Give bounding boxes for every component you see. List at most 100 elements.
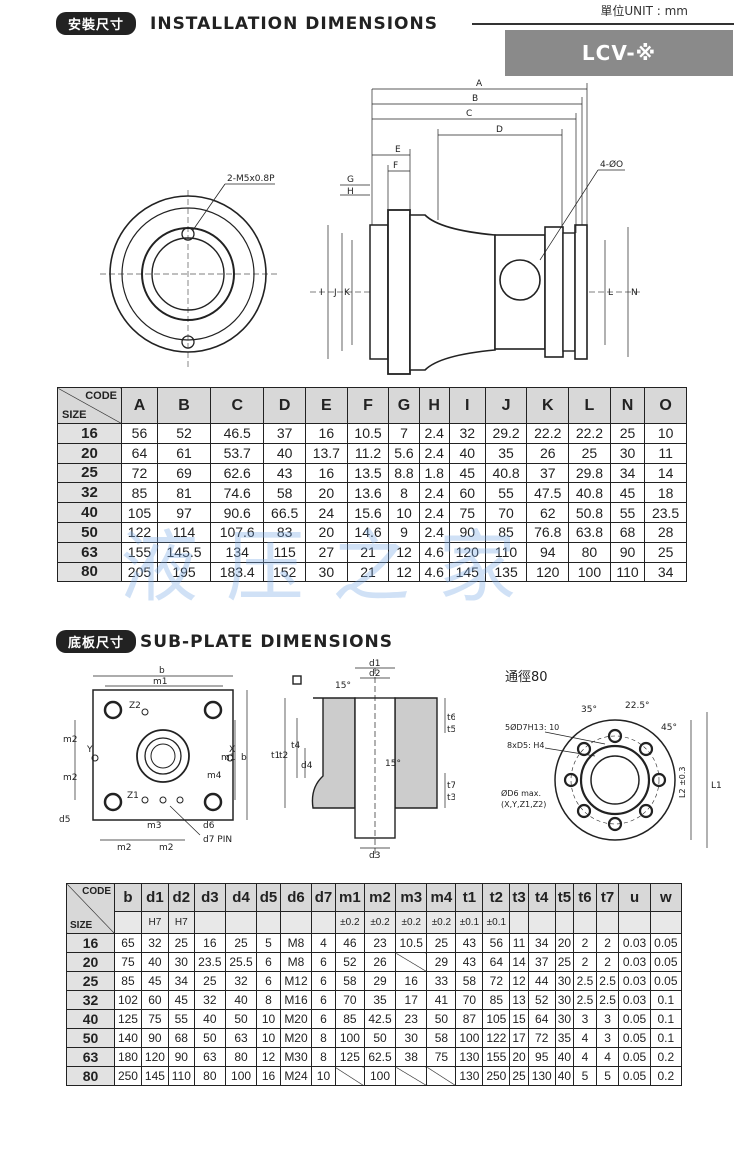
- table2-col-header: d1: [140, 883, 169, 912]
- table-cell: 183.4: [210, 561, 265, 583]
- label-t5: t5: [447, 725, 455, 735]
- label-d3: d3: [369, 851, 380, 861]
- table-cell: 41: [426, 990, 457, 1010]
- table-cell: 63: [193, 1047, 226, 1067]
- table-cell: 25: [609, 423, 646, 444]
- table-cell: 250: [482, 1066, 511, 1086]
- table-cell: 34: [527, 933, 556, 953]
- dim-label-c: C: [466, 109, 472, 119]
- table-cell: 0.05: [618, 1047, 651, 1067]
- table-cell: M8: [279, 952, 313, 972]
- label-l2: L2 ±0.3: [678, 766, 687, 798]
- table-cell: 40: [224, 990, 258, 1010]
- table-cell: 37: [527, 952, 556, 972]
- label-m1-top: m1: [153, 677, 168, 687]
- size-cell: 63: [66, 1047, 115, 1067]
- col-e: E: [305, 387, 348, 424]
- tolerance-cell: [224, 911, 258, 934]
- tolerance-cell: H7: [140, 911, 169, 934]
- table-cell: 2.4: [418, 482, 450, 504]
- table-cell: 9: [388, 521, 420, 543]
- table-cell: 2: [595, 952, 620, 972]
- size-cell: 16: [57, 423, 122, 444]
- col-d: D: [263, 387, 306, 424]
- bore-80-title: 通徑80: [505, 670, 548, 685]
- table-cell: 0.03: [618, 971, 651, 991]
- table-cell: 83: [263, 521, 306, 543]
- table-cell: 25: [644, 541, 687, 563]
- table-cell: 3: [595, 1028, 620, 1048]
- table-cell: 80: [568, 541, 611, 563]
- table-cell: 63: [224, 1028, 258, 1048]
- table-cell: 45: [609, 482, 646, 504]
- table-cell: 40: [448, 442, 486, 464]
- table-cell: 50.8: [568, 502, 611, 523]
- table2-col-header: b: [114, 883, 142, 912]
- tolerance-cell: [311, 911, 336, 934]
- table-cell: 50: [193, 1028, 226, 1048]
- table-cell: 3: [573, 1009, 597, 1029]
- label-d7h13: 5ØD7H13: 10: [505, 722, 559, 732]
- table-cell: 64: [482, 952, 511, 972]
- table-cell: 0.05: [649, 952, 683, 972]
- table-cell: 0.03: [618, 990, 651, 1010]
- table-cell: 95: [527, 1047, 556, 1067]
- table-cell: 11: [644, 442, 687, 464]
- table-cell: 46.5: [210, 423, 265, 444]
- tolerance-cell: ±0.2: [363, 911, 397, 934]
- table-cell: 34: [644, 561, 687, 583]
- size-cell: 20: [57, 442, 122, 464]
- col-j: J: [484, 387, 528, 424]
- table-cell: 33: [426, 971, 457, 991]
- subplate-header: 底板尺寸 SUB-PLATE DIMENSIONS: [56, 630, 393, 653]
- label-d6max: ØD6 max.: [501, 788, 541, 798]
- dim-label-k: K: [344, 288, 351, 298]
- table-cell: 125: [114, 1009, 142, 1029]
- table-cell: 37: [263, 423, 306, 444]
- table-cell: 130: [455, 1047, 484, 1067]
- table-cell: 18: [644, 482, 687, 504]
- callout-holes: 2-M5x0.8P: [227, 174, 275, 184]
- col-o: O: [644, 387, 687, 424]
- unit-label: 單位UNIT : mm: [600, 4, 688, 18]
- table-cell: 145: [140, 1066, 169, 1086]
- table-cell: 85: [334, 1009, 365, 1029]
- table-cell: 35: [484, 442, 528, 464]
- label-t4: t4: [291, 741, 301, 751]
- label-m2-lower: m2: [63, 773, 78, 783]
- dim-label-e: E: [395, 145, 401, 155]
- installation-dimensions-table: CODE SIZE A B C D E F G H I J K L N O 16…: [57, 387, 687, 583]
- label-m1-side: m1: [221, 753, 236, 763]
- table-corner: CODE SIZE: [57, 387, 122, 424]
- table-cell: 17: [509, 1028, 529, 1048]
- size-cell: 16: [66, 933, 115, 953]
- table-cell: 23.5: [644, 502, 687, 523]
- tolerance-cell: ±0.2: [395, 911, 428, 934]
- label-x: X: [229, 745, 235, 755]
- table-cell: 75: [426, 1047, 457, 1067]
- size-cell: 25: [57, 462, 122, 484]
- table-cell: 6: [311, 990, 336, 1010]
- table-cell: 43: [455, 952, 484, 972]
- table-cell: 5: [595, 1066, 620, 1086]
- table-cell: 30: [554, 971, 575, 991]
- table-cell: 32: [140, 933, 169, 953]
- table-cell: 0.05: [618, 1009, 651, 1029]
- table-cell: 135: [484, 561, 528, 583]
- label-d5: d5: [59, 815, 70, 825]
- table-cell: 62.5: [363, 1047, 397, 1067]
- label-angle-mid: 15°: [385, 759, 401, 769]
- col-g: G: [388, 387, 420, 424]
- table-header-row: CODE SIZE A B C D E F G H I J K L N O: [57, 387, 687, 424]
- table-cell: 102: [114, 990, 142, 1010]
- size-cell: 80: [66, 1066, 115, 1086]
- table2-col-header: m4: [426, 883, 457, 912]
- table-cell: 80: [193, 1066, 226, 1086]
- table-cell: 40.8: [484, 462, 528, 484]
- table-cell: M20: [279, 1028, 313, 1048]
